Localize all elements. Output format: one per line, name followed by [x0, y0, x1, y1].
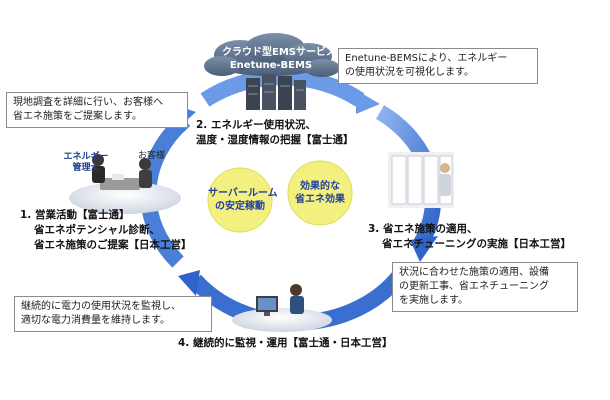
energy-saving-line: 省エネ効果 [295, 194, 345, 205]
pc-operator-icon [256, 284, 304, 316]
stable-operation-text: サーバールーム の安定稼動 [208, 187, 278, 213]
cloud-title-line2: Enetune-BEMS [229, 60, 313, 71]
upgrade-note-callout: 状況に合わせた施策の適用、設備 の更新工事、省エネチューニング を実施します。 [392, 262, 578, 312]
step-2-label: 2. エネルギー使用状況、 温度・湿度情報の把握【富士通】 [196, 118, 354, 148]
arrow-head-top [356, 90, 380, 114]
cloud-note-line: Enetune-BEMSにより、エネルギー [345, 53, 508, 64]
step-1-line: 省エネ施策のご提案【日本工営】 [34, 239, 192, 251]
stable-operation-line: の安定稼動 [215, 201, 265, 212]
cloud-icon [204, 33, 340, 77]
arrow-head-bottom [178, 270, 200, 296]
step-1-line: 1. 営業活動【富士通】 [20, 209, 130, 221]
energy-manager-line: 管理士 [72, 163, 100, 173]
cloud-title-line1: クラウド型EMSサービス [222, 47, 336, 58]
customer-label: お客様 [138, 151, 166, 161]
survey-note-line: 現地調査を詳細に行い、お客様へ [13, 97, 163, 108]
step-1-label: 1. 営業活動【富士通】 省エネポテンシャル診断、 省エネ施策のご提案【日本工営… [20, 208, 192, 253]
arrow-head-right [410, 236, 438, 262]
meeting-people-icon [92, 154, 152, 190]
step-3-line: 省エネチューニングの実施【日本工営】 [382, 238, 571, 250]
bottom-platform [232, 308, 332, 332]
step-4-label: 4. 継続的に監視・運用【富士通・日本工営】 [178, 337, 393, 349]
survey-note-line: 省エネ施策をご提案します。 [13, 111, 142, 122]
upgrade-note-line: を実施します。 [399, 295, 468, 306]
left-platform [69, 182, 181, 214]
server-room-worker-icon [388, 152, 454, 208]
step-3-label: 3. 省エネ施策の適用、 省エネチューニングの実施【日本工営】 [368, 222, 571, 252]
energy-saving-effect-text: 効果的な 省エネ効果 [288, 180, 352, 206]
step-3-line: 3. 省エネ施策の適用、 [368, 223, 478, 235]
step-2-line: 温度・湿度情報の把握【富士通】 [196, 134, 354, 146]
survey-note-callout: 現地調査を詳細に行い、お客様へ 省エネ施策をご提案します。 [6, 92, 188, 128]
upgrade-note-line: 状況に合わせた施策の適用、設備 [399, 267, 549, 278]
energy-saving-line: 効果的な [300, 181, 340, 192]
upgrade-note-line: の更新工事、省エネチューニング [399, 281, 549, 292]
center-circles [207, 160, 353, 233]
monitor-note-line: 継続的に電力の使用状況を監視し、 [21, 301, 181, 312]
stable-operation-line: サーバールーム [208, 188, 278, 199]
monitor-note-line: 適切な電力消費量を維持します。 [21, 315, 170, 326]
server-rack-icon [246, 74, 306, 110]
cloud-note-line: の使用状況を可視化します。 [345, 67, 474, 78]
step-1-line: 省エネポテンシャル診断、 [34, 224, 160, 236]
energy-manager-line: エネルギー [63, 152, 109, 162]
cloud-note-callout: Enetune-BEMSにより、エネルギー の使用状況を可視化します。 [338, 48, 538, 84]
cloud-service-title: クラウド型EMSサービス Enetune-BEMS [222, 46, 336, 72]
step-2-line: 2. エネルギー使用状況、 [196, 119, 316, 131]
monitor-note-callout: 継続的に電力の使用状況を監視し、 適切な電力消費量を維持します。 [14, 296, 212, 332]
energy-manager-label: エネルギー 管理士 [62, 152, 110, 174]
